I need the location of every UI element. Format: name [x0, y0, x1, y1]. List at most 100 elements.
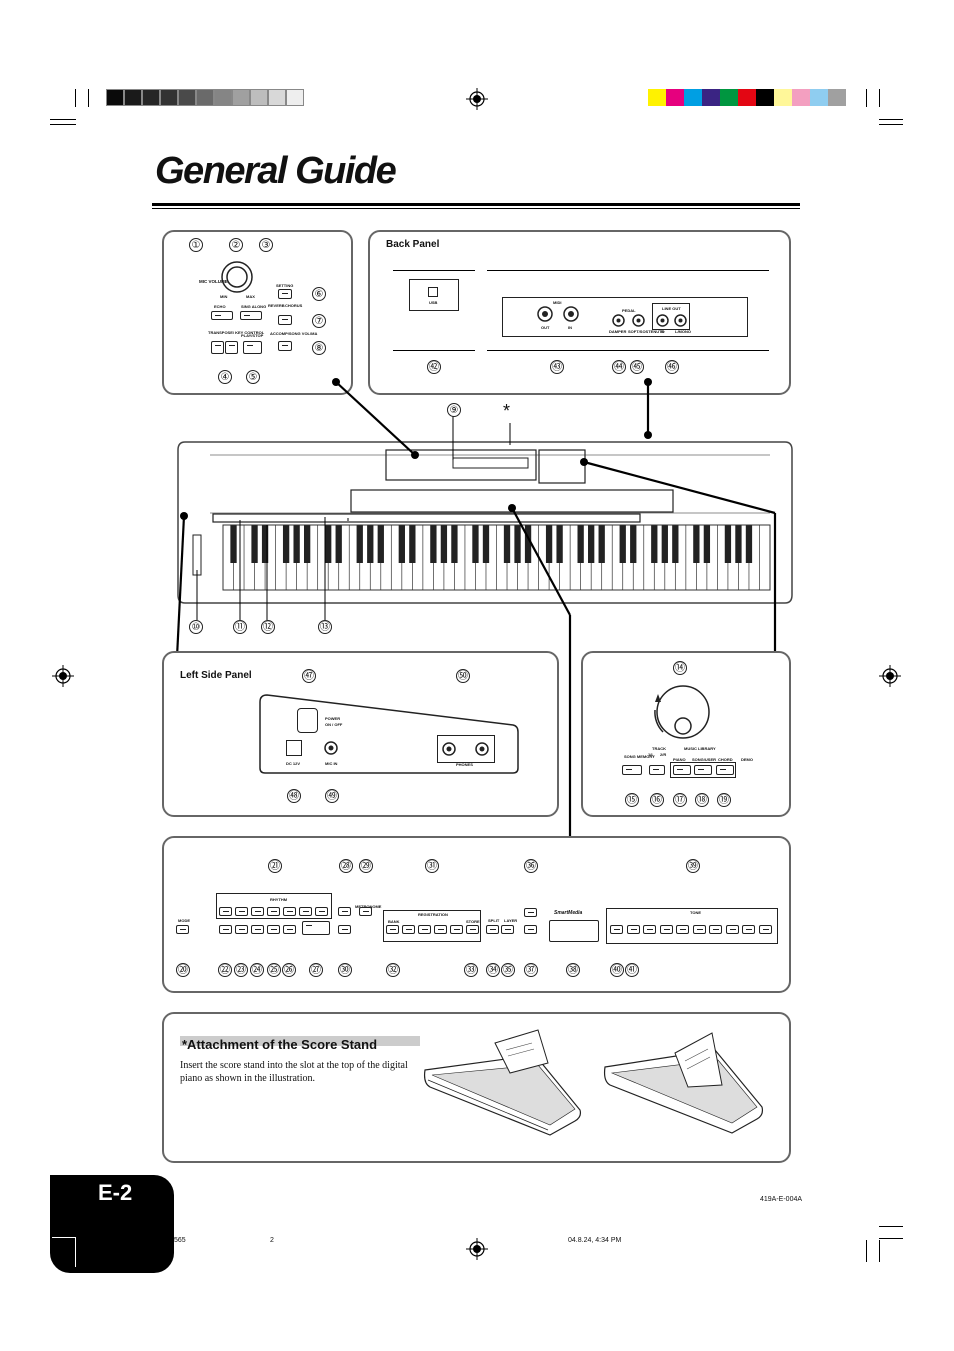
panel-button[interactable]	[338, 907, 351, 916]
process-swatch	[792, 89, 810, 106]
panel-button[interactable]	[402, 925, 415, 934]
smartmedia-slot[interactable]	[549, 920, 599, 942]
line-out-r-jack-icon[interactable]	[656, 314, 669, 327]
panel-button[interactable]	[299, 907, 312, 916]
track-label: TRACK	[652, 746, 666, 751]
callout-14: ⑭	[673, 661, 687, 675]
panel-button[interactable]	[709, 925, 722, 934]
line-out-l-label: L/MONO	[675, 329, 691, 334]
mic-in-label: MIC IN	[325, 761, 338, 766]
dc-jack[interactable]	[286, 740, 302, 756]
panel-button[interactable]	[659, 925, 673, 934]
callout-9: ⑨	[447, 403, 461, 417]
panel-button[interactable]	[359, 907, 372, 916]
setting-label: SETTING	[276, 283, 294, 288]
panel-button[interactable]	[338, 925, 351, 934]
panel-button[interactable]	[235, 925, 248, 934]
crop-mark	[879, 1226, 903, 1227]
registration-group-box	[383, 910, 481, 942]
black-key	[619, 525, 626, 563]
soft-sostenuto-label: SOFT/SOSTENUTO	[628, 329, 665, 334]
panel-button[interactable]	[283, 907, 296, 916]
line-out-l-jack-icon[interactable]	[674, 314, 687, 327]
gray-swatch	[196, 89, 214, 106]
footer-left: 565	[174, 1237, 186, 1244]
panel-button[interactable]	[610, 925, 623, 934]
process-swatch	[828, 89, 846, 106]
panel-button[interactable]	[219, 925, 232, 934]
play-stop-button[interactable]	[243, 341, 262, 354]
damper-jack-icon[interactable]	[612, 314, 625, 327]
setting-button[interactable]	[278, 289, 292, 299]
panel-button[interactable]	[626, 925, 640, 934]
process-swatch	[810, 89, 828, 106]
panel-button[interactable]	[267, 907, 280, 916]
panel-button[interactable]	[676, 925, 689, 934]
process-swatch	[756, 89, 774, 106]
black-key	[735, 525, 742, 563]
panel-button[interactable]	[524, 925, 537, 934]
panel-button[interactable]	[524, 908, 537, 917]
phones-jack-1-icon[interactable]	[442, 742, 456, 756]
panel-button[interactable]	[466, 925, 479, 934]
panel-button[interactable]	[235, 907, 248, 916]
callout-bottom-bottom: ㊵	[610, 963, 624, 977]
gray-swatch	[232, 89, 250, 106]
black-key	[577, 525, 584, 563]
score-stand-before-illustration	[423, 1029, 582, 1136]
track-button[interactable]	[649, 765, 665, 775]
echo-button[interactable]	[211, 311, 233, 320]
crop-mark	[879, 124, 903, 125]
black-key	[661, 525, 668, 563]
crop-mark	[50, 119, 76, 120]
power-button[interactable]	[297, 708, 318, 733]
panel-button[interactable]	[643, 925, 656, 934]
panel-button[interactable]	[758, 925, 772, 934]
panel-button[interactable]	[302, 921, 330, 935]
panel-button[interactable]	[450, 925, 463, 934]
panel-button[interactable]	[251, 907, 264, 916]
panel-button[interactable]	[486, 925, 499, 934]
black-key	[367, 525, 374, 563]
mic-in-jack-icon[interactable]	[324, 741, 338, 755]
transpose-down-button[interactable]	[211, 341, 224, 354]
panel-button[interactable]	[418, 925, 431, 934]
dial-icon[interactable]	[643, 680, 715, 740]
callout-bottom-bottom: ⑳	[176, 963, 190, 977]
transpose-up-button[interactable]	[225, 341, 238, 354]
tone-label: TONE	[690, 910, 702, 915]
chord-button[interactable]	[716, 765, 734, 775]
panel-button[interactable]	[434, 925, 447, 934]
back-panel-rule	[393, 350, 475, 351]
panel-button[interactable]	[251, 925, 264, 934]
midi-in-port-icon[interactable]	[563, 306, 579, 322]
callout-3: ③	[259, 238, 273, 252]
panel-button[interactable]	[692, 925, 706, 934]
back-panel-rule	[487, 350, 769, 351]
panel-button[interactable]	[386, 925, 399, 934]
sing-along-button[interactable]	[240, 311, 262, 320]
panel-button[interactable]	[267, 925, 280, 934]
soft-sostenuto-jack-icon[interactable]	[632, 314, 645, 327]
panel-button[interactable]	[742, 925, 755, 934]
reverb-chorus-button[interactable]	[278, 315, 292, 325]
midi-out-port-icon[interactable]	[537, 306, 553, 322]
line-out-r-label: R	[661, 329, 664, 334]
phones-label: PHONES	[456, 762, 473, 767]
panel-button[interactable]	[176, 925, 189, 934]
song-user-button[interactable]	[694, 765, 712, 775]
panel-button[interactable]	[315, 907, 328, 916]
usb-port[interactable]	[428, 287, 438, 297]
phones-jack-2-icon[interactable]	[475, 742, 489, 756]
tone-group-box	[606, 908, 778, 944]
panel-button[interactable]	[219, 907, 232, 916]
song-memory-button[interactable]	[622, 765, 642, 775]
panel-button[interactable]	[725, 925, 739, 934]
gray-swatch	[142, 89, 160, 106]
panel-button[interactable]	[283, 925, 296, 934]
footer-right: 04.8.24, 4:34 PM	[568, 1237, 622, 1244]
piano-button[interactable]	[673, 765, 691, 775]
accomp-volume-button[interactable]	[278, 341, 292, 351]
callout-44: ㊹	[612, 360, 626, 374]
panel-button[interactable]	[501, 925, 514, 934]
